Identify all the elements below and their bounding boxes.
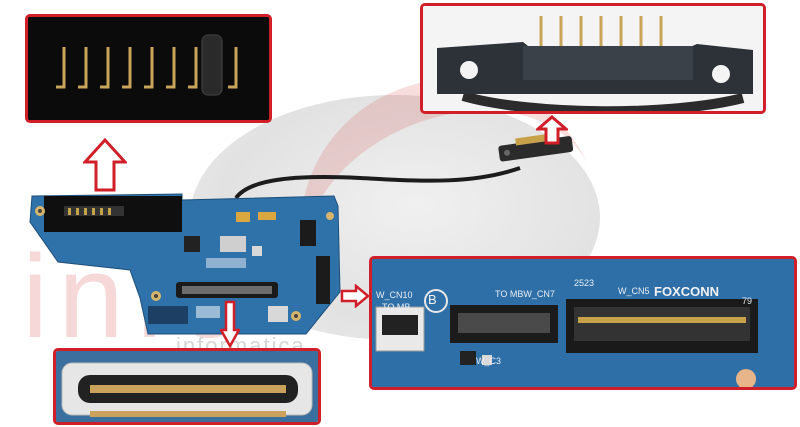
label-foxconn: FOXCONN [654,284,719,299]
label-pin79: 79 [742,296,753,306]
label-to-mb: TO MB [382,302,411,312]
connector-with-holes-image [423,6,763,111]
label-c3: W_C3 [476,356,502,366]
label-to-mbw: TO MBW_CN7 [495,289,555,299]
arrow-up-right-icon [536,115,568,145]
label-num: 2523 [574,278,595,288]
connector-pins-image [28,17,269,120]
label-cn5: W_CN5 [618,286,650,296]
gray-connector-image [56,351,318,422]
inset-top-right-connector [420,3,766,114]
inset-bottom-right-board [369,256,797,390]
inset-bottom-connector [53,348,321,425]
arrow-right-icon [340,284,370,308]
label-b-mark: B [428,292,437,307]
inset-top-left-connector [25,14,272,123]
board-closeup-image [372,259,794,387]
arrow-down-icon [220,300,240,348]
arrow-up-left-icon [83,138,127,192]
label-cn10: W_CN10 [376,290,413,300]
